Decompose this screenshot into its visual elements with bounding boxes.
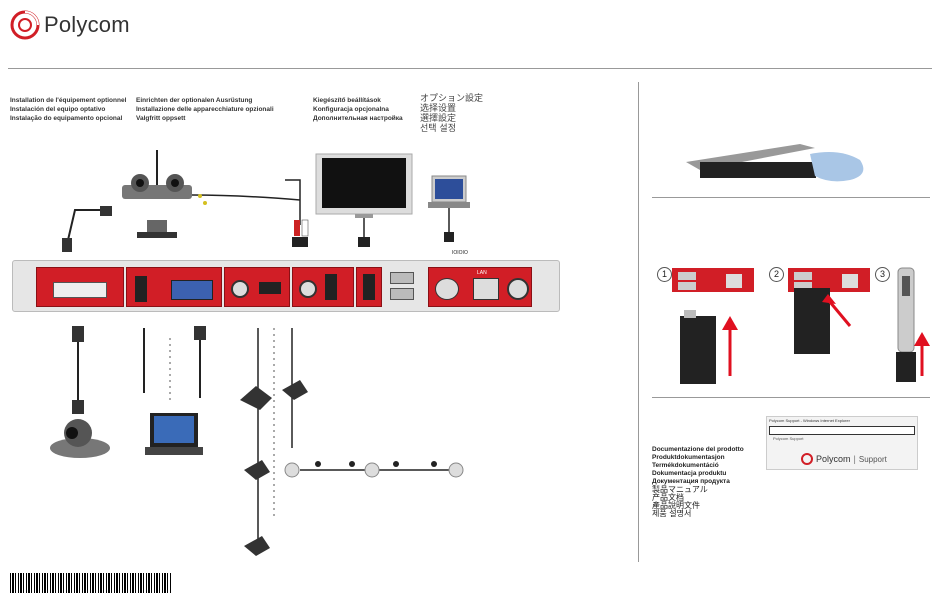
title-pt: Instalação do equipamento opcional bbox=[10, 115, 123, 122]
serial-label: IOIOIO bbox=[452, 250, 468, 256]
step-2-badge: 2 bbox=[769, 267, 784, 282]
title-de: Einrichten der optionalen Ausrüstung bbox=[136, 97, 253, 104]
doc-zh-tw: 產品說明文件 bbox=[652, 501, 700, 510]
polycom-logo: Polycom bbox=[10, 10, 130, 40]
title-hu: Kiegészítő beállítások bbox=[313, 97, 381, 104]
hdmi-out-port bbox=[325, 274, 337, 300]
camera-pair-icon bbox=[122, 150, 192, 238]
hdmi-out-2-port bbox=[363, 274, 375, 300]
title-es: Instalación del equipo optativo bbox=[10, 106, 106, 113]
step-3-badge: 3 bbox=[875, 267, 890, 282]
vertical-divider bbox=[638, 82, 639, 562]
top-devices-illustration: IOIOIO bbox=[62, 150, 470, 256]
right-divider-2 bbox=[652, 397, 930, 398]
audio-out-port bbox=[299, 280, 317, 298]
audio-out-section bbox=[292, 267, 354, 307]
doc-it: Documentazione del prodotto bbox=[652, 446, 744, 453]
hand-pointer-icon bbox=[810, 152, 864, 182]
doc-ja: 製品マニュアル bbox=[652, 485, 708, 494]
support-webpage-screenshot: Polycom Support - Windows Internet Explo… bbox=[766, 416, 918, 470]
polycom-small-icon bbox=[801, 453, 813, 465]
doc-zh-cn: 产品文档 bbox=[652, 493, 684, 502]
title-zh-tw: 選擇設定 bbox=[420, 114, 457, 124]
audio-port-section bbox=[224, 267, 290, 307]
browser-title: Polycom Support - Windows Internet Explo… bbox=[769, 418, 850, 423]
serial-port bbox=[435, 278, 459, 300]
support-separator: | bbox=[853, 454, 856, 464]
title-ko: 선택 설정 bbox=[420, 124, 456, 134]
hdmi-out-2-section bbox=[356, 267, 382, 307]
title-ja: オプション設定 bbox=[420, 94, 484, 104]
video-port-section bbox=[126, 267, 222, 307]
title-col1: Installation de l'équipement optionnel I… bbox=[10, 96, 126, 123]
doc-ko: 제품 설명서 bbox=[652, 509, 692, 518]
power-port bbox=[507, 278, 529, 300]
bottom-devices-illustration bbox=[50, 326, 464, 556]
title-fr: Installation de l'équipement optionnel bbox=[10, 97, 127, 104]
ptz-camera-icon bbox=[50, 419, 110, 458]
documentation-list: Documentazione del prodotto Produktdokum… bbox=[652, 446, 744, 518]
support-section: Support bbox=[858, 454, 887, 464]
address-bar bbox=[769, 426, 915, 435]
ceiling-mic-chain-icon bbox=[284, 461, 464, 478]
title-col2: Einrichten der optionalen Ausrüstung Ins… bbox=[136, 96, 274, 123]
mic-port bbox=[259, 282, 281, 294]
audio-in-port bbox=[231, 280, 249, 298]
laptop-icon bbox=[145, 413, 203, 455]
computer-icon bbox=[428, 175, 470, 242]
title-col4: オプション設定 选择设置 選擇設定 선택 설정 bbox=[420, 94, 483, 134]
barcode bbox=[10, 573, 172, 593]
dvi-port-section bbox=[36, 267, 124, 307]
title-pl: Konfiguracja opcjonalna bbox=[313, 106, 389, 113]
brand-name: Polycom bbox=[44, 12, 130, 37]
usb-port-2 bbox=[390, 288, 414, 300]
vga-port bbox=[171, 280, 213, 300]
dvi-port bbox=[53, 282, 107, 298]
title-it: Installazione delle apparecchiature opzi… bbox=[136, 106, 274, 113]
monitor-icon bbox=[315, 153, 413, 247]
polycom-logo-icon bbox=[10, 10, 40, 40]
pairing-steps-illustration bbox=[672, 267, 930, 384]
lan-port bbox=[473, 278, 499, 300]
microphone-pod-icon bbox=[240, 380, 308, 556]
title-ru: Дополнительная настройка bbox=[313, 115, 403, 122]
right-divider-1 bbox=[652, 197, 930, 198]
codec-unit-illustration bbox=[686, 144, 864, 182]
step-1-badge: 1 bbox=[657, 267, 672, 282]
doc-ru: Документация продукта bbox=[652, 478, 730, 485]
doc-pl: Dokumentacja produktu bbox=[652, 470, 727, 477]
header-divider bbox=[8, 68, 932, 69]
hdmi-port bbox=[135, 276, 147, 302]
title-zh-cn: 选择设置 bbox=[420, 104, 457, 114]
usb-port-1 bbox=[390, 272, 414, 284]
support-brand-name: Polycom bbox=[816, 454, 851, 464]
network-port-section: LAN bbox=[428, 267, 532, 307]
doc-no: Produktdokumentasjon bbox=[652, 454, 725, 461]
title-no: Valgfritt oppsett bbox=[136, 115, 186, 122]
title-col3: Kiegészítő beállítások Konfiguracja opcj… bbox=[313, 96, 403, 123]
browser-tab: Polycom Support bbox=[773, 436, 804, 441]
support-brand: Polycom | Support bbox=[801, 453, 887, 465]
lan-label: LAN bbox=[477, 270, 487, 276]
doc-hu: Termékdokumentáció bbox=[652, 462, 719, 469]
